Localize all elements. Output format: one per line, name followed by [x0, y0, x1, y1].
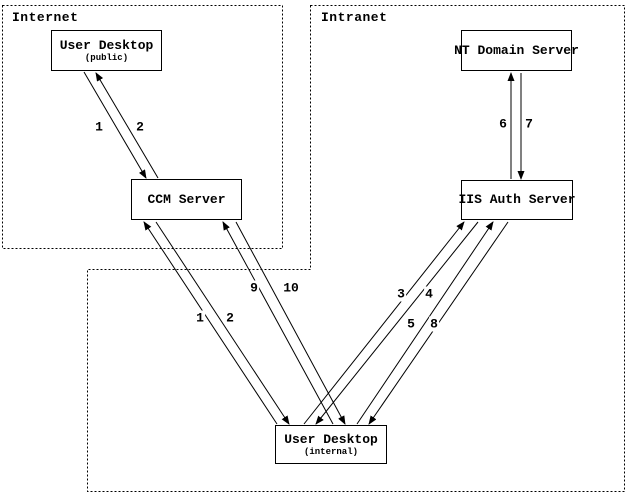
edge-label-step-3: 3	[396, 286, 406, 302]
node-ccm-server: CCM Server	[131, 179, 242, 220]
internet-region-label: Internet	[12, 10, 79, 25]
edge-label-step-2-internal: 2	[225, 310, 235, 326]
node-subtitle: (internal)	[303, 446, 358, 457]
edge-label-step-1-internal: 1	[195, 310, 205, 326]
node-nt-domain-server: NT Domain Server	[454, 30, 579, 71]
node-title: IIS Auth Server	[458, 192, 576, 207]
edge-line-step3-internal-to-iis	[303, 221, 465, 425]
node-title: CCM Server	[147, 191, 226, 207]
edge-line-step9-internal-to-ccm	[222, 221, 334, 425]
edge-label-step-4: 4	[424, 286, 434, 302]
edge-label-step-6: 6	[498, 116, 508, 132]
edge-label-step-2-public: 2	[135, 119, 145, 135]
node-title: User Desktop	[59, 37, 154, 53]
edge-line-step1-internal-to-ccm	[143, 221, 278, 425]
node-iis-auth-server: IIS Auth Server	[458, 180, 576, 220]
edge-line-step5-internal-to-iis	[356, 221, 494, 425]
edge-line-step1-public-to-ccm	[83, 71, 147, 179]
edge-line-step2-ccm-to-internal	[155, 221, 290, 425]
node-subtitle: (public)	[84, 52, 129, 63]
intranet-region-border	[86, 4, 626, 493]
internet-region-border	[1, 4, 284, 250]
edge-label-step-7: 7	[524, 116, 534, 132]
edge-label-step-1-public: 1	[94, 119, 104, 135]
intranet-region-label: Intranet	[321, 10, 388, 25]
edge-label-step-5: 5	[406, 316, 416, 332]
edge-label-step-9: 9	[249, 280, 259, 296]
edge-line-step4-iis-to-internal	[315, 221, 479, 425]
node-title: User Desktop	[284, 431, 378, 447]
node-user-desktop-internal: User Desktop (internal)	[275, 425, 387, 464]
edge-label-step-10: 10	[282, 280, 300, 296]
edge-line-step10-ccm-to-internal	[235, 221, 346, 425]
edge-line-step2-ccm-to-public	[95, 72, 159, 179]
node-user-desktop-public: User Desktop (public)	[51, 30, 162, 71]
node-title: NT Domain Server	[454, 42, 579, 58]
edge-label-step-8: 8	[429, 316, 439, 332]
